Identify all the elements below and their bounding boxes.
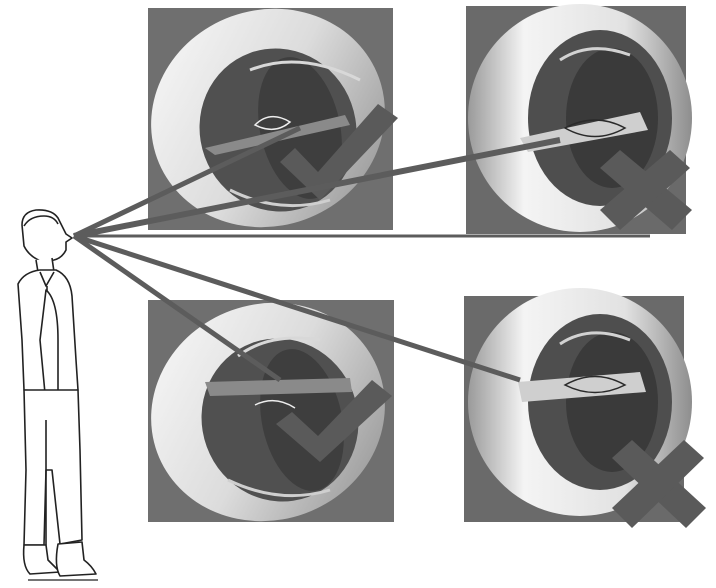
shoe-right [56,542,96,576]
panel-top-right [466,4,692,234]
panel-bottom-left [120,270,416,554]
head [22,210,72,262]
panel-bottom-right [464,288,706,528]
observer-figure [18,210,98,580]
shoe-left [24,545,60,574]
legs [24,390,82,545]
